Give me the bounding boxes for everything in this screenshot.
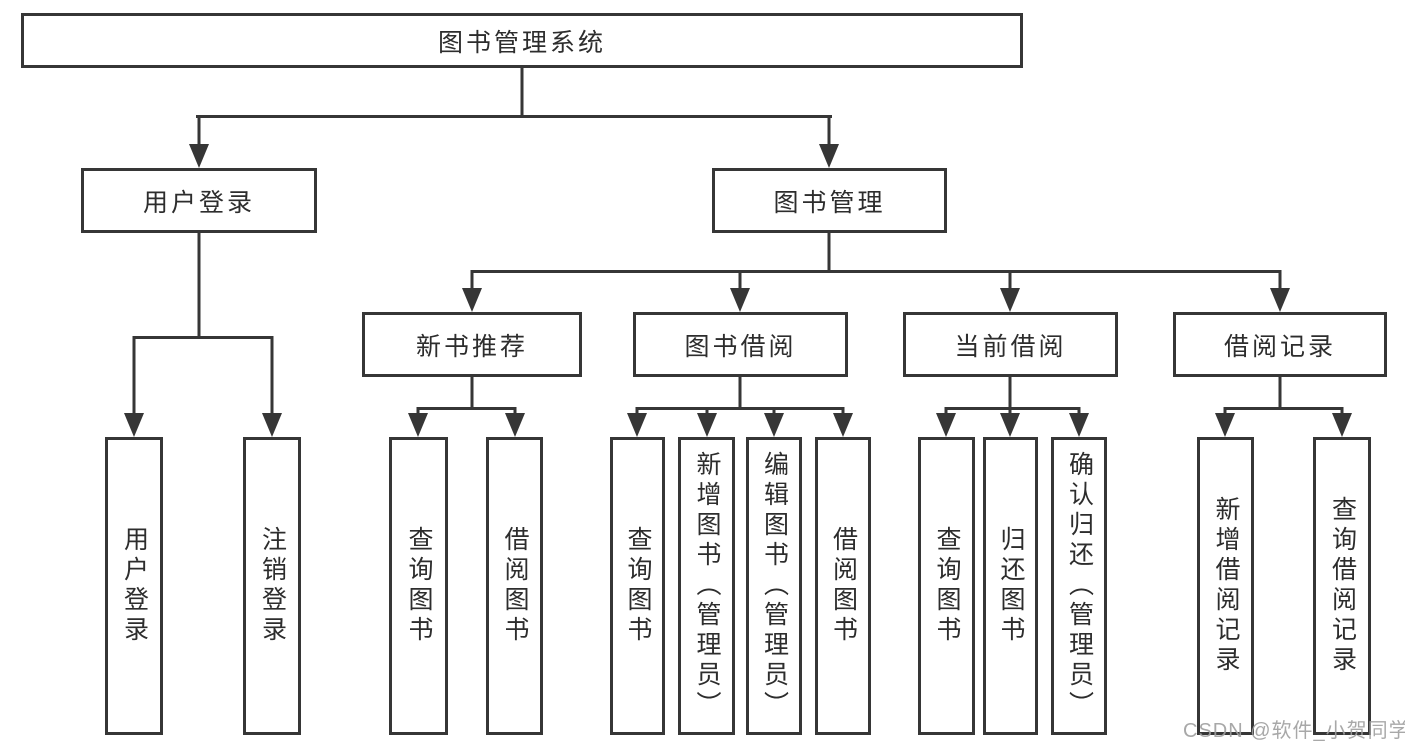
arrowhead (819, 144, 839, 168)
arrowhead (1000, 288, 1020, 312)
node-borrow-record: 借阅记录 (1173, 312, 1387, 377)
connector-path (635, 375, 845, 421)
arrowhead (189, 144, 209, 168)
arrowhead (1332, 413, 1352, 437)
node-new-book-recommend: 新书推荐 (362, 312, 582, 377)
leaf-record-add-borrow-record: 新增借阅记录 (1197, 437, 1254, 735)
node-root-library-system: 图书管理系统 (21, 13, 1023, 68)
connectors-borrow-record (1215, 375, 1352, 437)
arrowhead (697, 413, 717, 437)
leaf-borrow-edit-book-admin: 编辑图书（管理员） (746, 437, 802, 735)
leaf-logout: 注销登录 (243, 437, 301, 735)
arrowhead (408, 413, 428, 437)
arrowhead (833, 413, 853, 437)
connectors-root (189, 66, 839, 168)
connectors-new-book (408, 375, 525, 437)
node-book-borrow: 图书借阅 (633, 312, 848, 377)
arrowhead (1215, 413, 1235, 437)
connectors-user-login (124, 231, 282, 437)
connector-path (1223, 375, 1344, 421)
leaf-current-confirm-return-admin: 确认归还（管理员） (1051, 437, 1107, 735)
arrowhead (1069, 413, 1089, 437)
leaf-newbook-query-book: 查询图书 (389, 437, 448, 735)
connector-path (944, 375, 1081, 421)
node-user-login: 用户登录 (81, 168, 317, 233)
leaf-current-return-book: 归还图书 (983, 437, 1038, 735)
arrowhead (627, 413, 647, 437)
connectors-current-borrow (936, 375, 1089, 437)
arrowhead (262, 413, 282, 437)
arrowhead (936, 413, 956, 437)
connector-path (470, 231, 1282, 296)
connector-path (416, 375, 517, 421)
watermark-text: CSDN @软件_小贺同学 (1183, 720, 1405, 742)
connector-path (132, 231, 274, 421)
leaf-borrow-borrow-book: 借阅图书 (815, 437, 871, 735)
leaf-record-query-borrow-record: 查询借阅记录 (1313, 437, 1371, 735)
connectors-book-management (462, 231, 1290, 312)
leaf-user-login: 用户登录 (105, 437, 163, 735)
leaf-borrow-add-book-admin: 新增图书（管理员） (678, 437, 735, 735)
connectors-book-borrow (627, 375, 853, 437)
arrowhead (730, 288, 750, 312)
leaf-current-query-book: 查询图书 (918, 437, 975, 735)
arrowhead (1270, 288, 1290, 312)
arrowhead (124, 413, 144, 437)
leaf-newbook-borrow-book: 借阅图书 (486, 437, 543, 735)
leaf-borrow-query-book: 查询图书 (610, 437, 665, 735)
arrowhead (1000, 413, 1020, 437)
arrowhead (462, 288, 482, 312)
node-book-management: 图书管理 (712, 168, 947, 233)
node-current-borrow: 当前借阅 (903, 312, 1118, 377)
connector-path (196, 66, 832, 152)
arrowhead (505, 413, 525, 437)
arrowhead (764, 413, 784, 437)
